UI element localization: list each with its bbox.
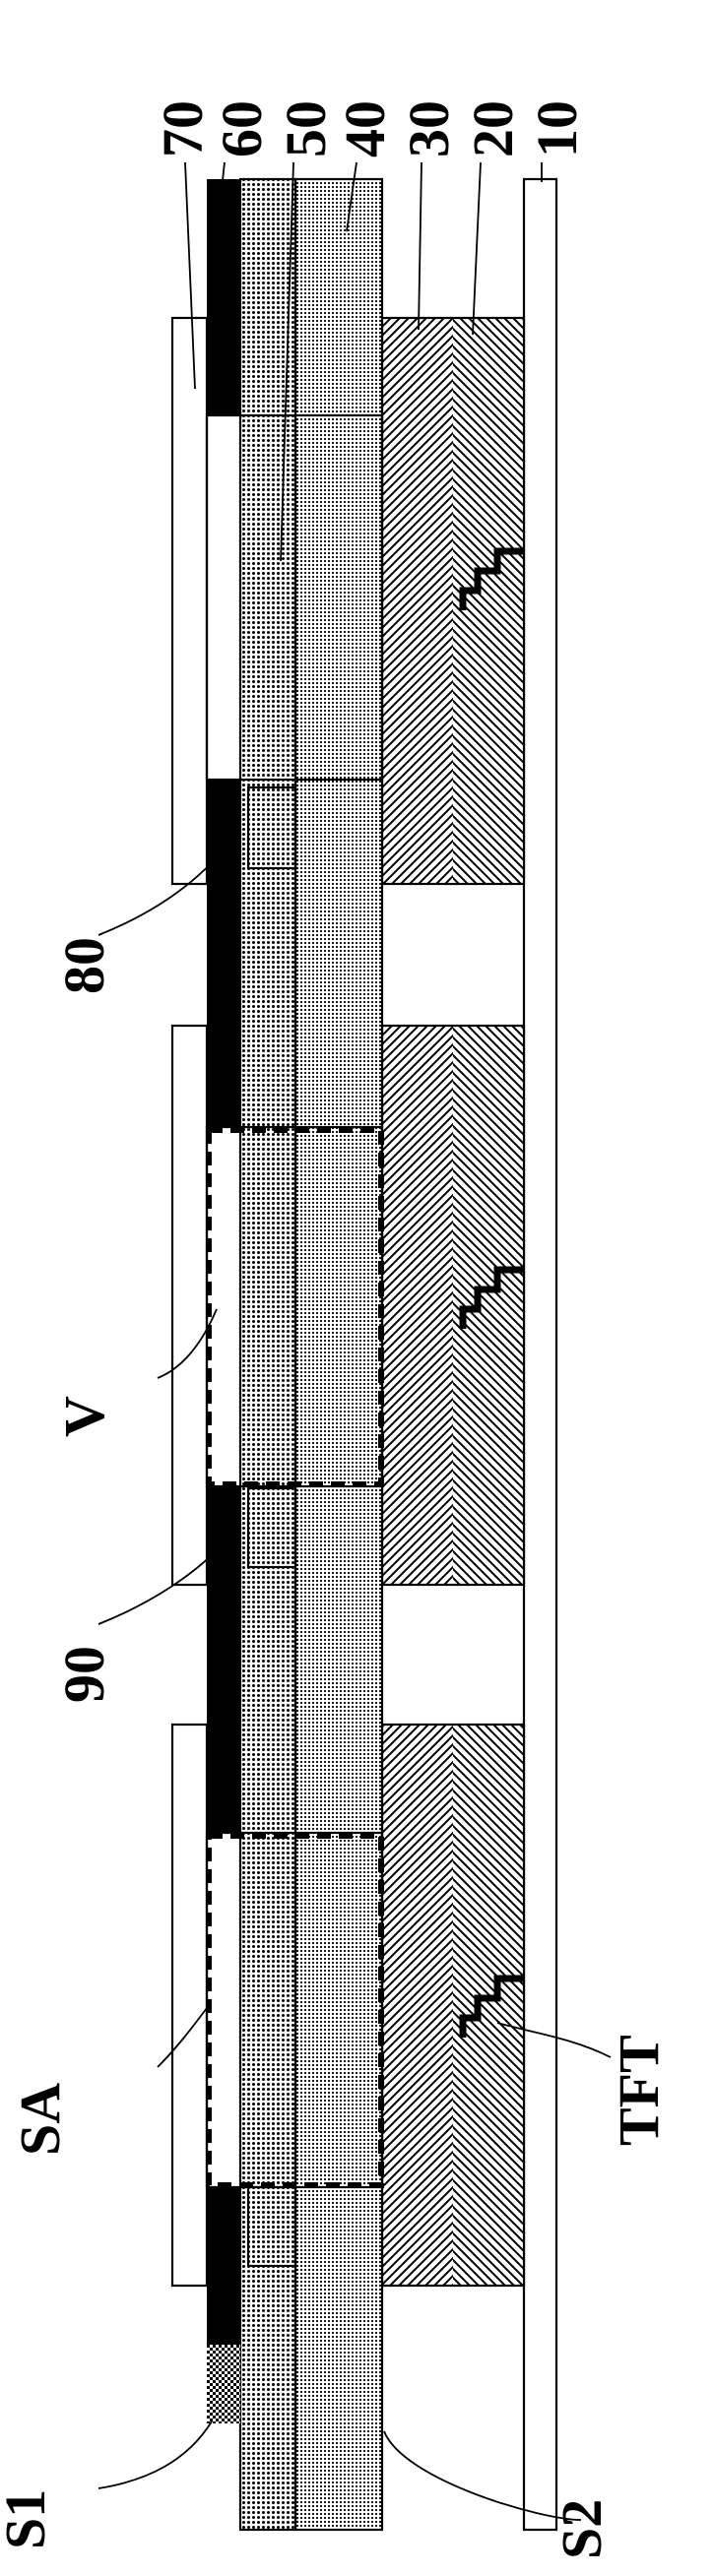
emitting-layer-50 [240,179,295,2530]
stack-20-30-island-middle [382,1026,524,1585]
label-layer-10: 10 [525,100,589,157]
filter-70-right [172,318,207,884]
label-via-V: V [52,1396,116,1437]
label-transistor-TFT: TFT [607,2035,671,2146]
label-subpixel-area-SA: SA [8,2083,72,2156]
filter-70-left [172,1725,207,2286]
stack-20-30-island-right [382,318,524,884]
pixel-defining-layer-40 [295,179,382,2530]
label-layer-60: 60 [210,100,274,157]
label-edge-S1: S1 [0,2489,57,2549]
label-layer-30: 30 [397,100,461,157]
label-edge-S2: S2 [550,2499,614,2559]
substrate-layer-10 [524,179,556,2530]
label-layer-20: 20 [461,100,525,157]
filter-70-middle [172,1026,207,1585]
label-layer-40: 40 [333,100,397,157]
label-layer-50: 50 [274,100,338,157]
label-layer-70: 70 [151,100,215,157]
label-plug-90: 90 [52,1646,116,1703]
electrode-layer-60 [207,179,240,2423]
label-spacer-80: 80 [52,937,116,994]
stack-20-30-island-left [382,1725,524,2286]
